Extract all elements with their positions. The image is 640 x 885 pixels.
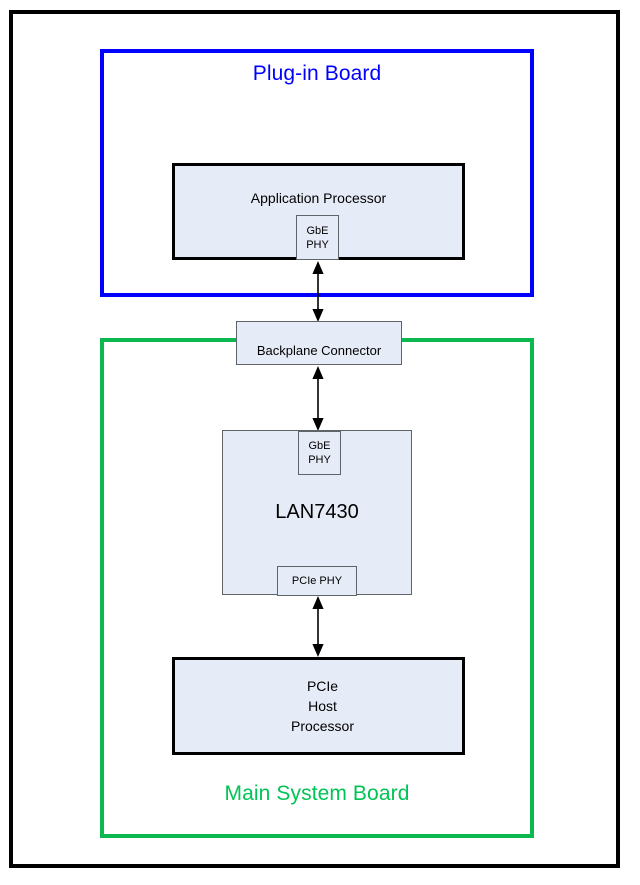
block-label-backplane-connector: Backplane Connector — [256, 343, 382, 358]
block-label-application-processor: Application Processor — [250, 190, 387, 206]
block-gbe-phy-application-processor: GbE PHY — [296, 215, 339, 260]
outer-frame — [9, 10, 620, 868]
group-plugin-board — [100, 49, 534, 297]
block-pcie-host-processor: PCIe Host Processor — [172, 657, 465, 755]
block-backplane-connector: Backplane Connector — [236, 321, 402, 365]
block-pcie-phy-lan7430: PCIe PHY — [277, 566, 357, 596]
connector-lan-pcie-to-host — [310, 596, 326, 657]
group-label-plugin-board: Plug-in Board — [252, 62, 382, 85]
block-label-gbe-phy-application-processor: GbE PHY — [306, 224, 329, 251]
connector-ap-gbe-to-backplane — [310, 261, 326, 322]
block-label-pcie-phy-lan7430: PCIe PHY — [291, 575, 343, 587]
block-label-gbe-phy-lan7430: GbE PHY — [308, 440, 331, 466]
block-label-pcie-host-processor: PCIe Host Processor — [290, 678, 355, 734]
group-label-main-system-board: Main System Board — [224, 782, 410, 805]
block-label-lan7430: LAN7430 — [275, 501, 359, 523]
connector-backplane-to-lan-gbe — [310, 366, 326, 431]
block-gbe-phy-lan7430: GbE PHY — [298, 431, 341, 475]
